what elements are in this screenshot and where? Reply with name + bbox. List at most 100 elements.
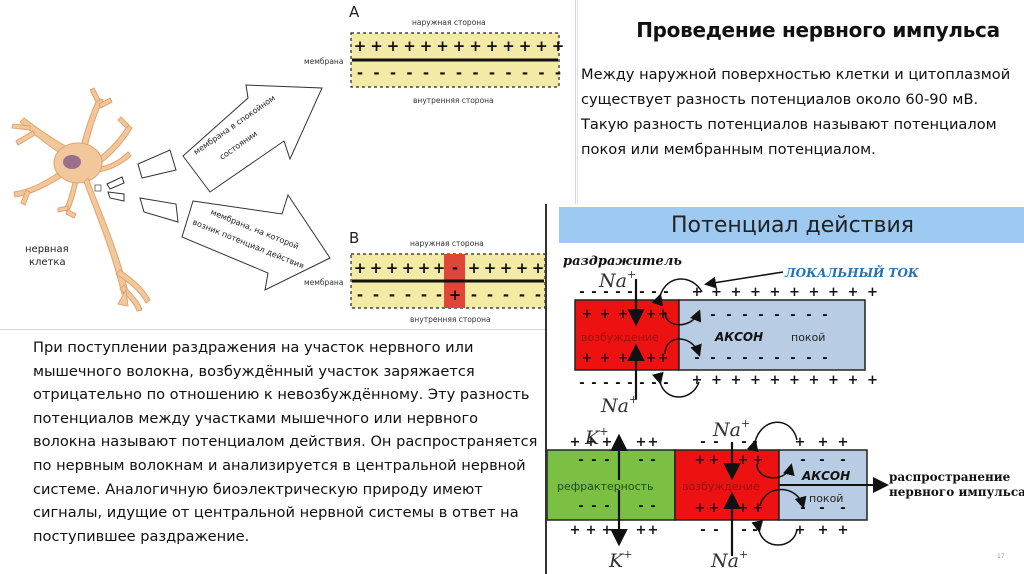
plus-charge: + bbox=[709, 453, 720, 468]
plus-charge: + bbox=[848, 285, 859, 300]
plus-charge: + bbox=[586, 523, 597, 538]
charges-a-outer: +++++++++++++ bbox=[354, 37, 565, 55]
local-current-loop-8 bbox=[751, 519, 798, 546]
minus-charge: - bbox=[538, 64, 544, 82]
na-ion-top-bottom: Na+ bbox=[600, 393, 638, 417]
plus-charge: + bbox=[602, 523, 613, 538]
nerve-cell-label-1: нервная bbox=[25, 244, 69, 255]
plus-charge: + bbox=[552, 37, 565, 55]
minus-charge: - bbox=[579, 376, 584, 391]
plus-charge: + bbox=[420, 37, 433, 55]
plus-charge: + bbox=[789, 285, 800, 300]
axon-label-top: АКСОН bbox=[714, 330, 763, 344]
plus-charge: + bbox=[370, 259, 383, 277]
plus-charge: + bbox=[600, 307, 611, 322]
minus-charge: - bbox=[840, 453, 845, 468]
plus-charge: + bbox=[709, 501, 720, 516]
plus-charge: + bbox=[500, 259, 513, 277]
minus-charge: - bbox=[421, 286, 427, 304]
plus-charge: + bbox=[753, 453, 764, 468]
action-potential-diagram: раздражитель Na+ ЛОКАЛЬНЫЙ ТОК возбужден… bbox=[547, 254, 1024, 572]
minus-charge: - bbox=[651, 285, 656, 300]
minus-charge: - bbox=[591, 285, 596, 300]
plus-charge: + bbox=[354, 259, 367, 277]
arrow-action bbox=[181, 193, 331, 291]
minus-charge: - bbox=[726, 351, 731, 366]
plus-charge: + bbox=[738, 453, 749, 468]
plus-charge: + bbox=[418, 259, 431, 277]
local-current-loop-5 bbox=[746, 421, 798, 453]
minus-charge: - bbox=[800, 501, 805, 516]
local-current-loop-1 bbox=[651, 278, 703, 307]
local-current-pointer bbox=[704, 271, 784, 289]
plus-charge: + bbox=[502, 37, 515, 55]
k-ion-top: K+ bbox=[584, 425, 608, 449]
plus-charge: + bbox=[484, 259, 497, 277]
plus-charge: + bbox=[468, 259, 481, 277]
minus-charge: - bbox=[741, 523, 746, 538]
minus-charge: - bbox=[822, 308, 827, 323]
minus-charge: - bbox=[578, 499, 583, 514]
plus-charge: + bbox=[449, 286, 462, 304]
minus-charge: - bbox=[819, 453, 824, 468]
plus-charge: + bbox=[809, 285, 820, 300]
minus-charge: - bbox=[406, 64, 412, 82]
plus-charge: + bbox=[519, 37, 532, 55]
outer-side-b: наружная сторона bbox=[410, 239, 484, 248]
rest-label-bottom: покой bbox=[809, 492, 843, 505]
minus-charge: - bbox=[694, 351, 699, 366]
minus-charge: - bbox=[439, 64, 445, 82]
minus-charge: - bbox=[456, 64, 462, 82]
minus-charge: - bbox=[604, 499, 609, 514]
minus-charge: - bbox=[603, 285, 608, 300]
action-potential-title: Потенциал действия bbox=[671, 212, 914, 238]
local-current-loop-4 bbox=[651, 371, 700, 398]
minus-charge: - bbox=[651, 376, 656, 391]
plus-charge: + bbox=[618, 307, 629, 322]
inner-side-b: внутренняя сторона bbox=[410, 315, 491, 324]
plus-charge: + bbox=[646, 307, 657, 322]
plus-charge: + bbox=[648, 523, 659, 538]
minus-charge: - bbox=[790, 308, 795, 323]
plus-charge: + bbox=[370, 37, 383, 55]
minus-charge: - bbox=[579, 285, 584, 300]
membrane-label-b: мембрана bbox=[304, 278, 343, 287]
minus-charge: - bbox=[758, 351, 763, 366]
minus-charge: - bbox=[710, 351, 715, 366]
zoom-trapezoids bbox=[106, 149, 179, 223]
local-current-loop-6 bbox=[756, 463, 795, 479]
plus-charge: + bbox=[770, 285, 781, 300]
minus-charge: - bbox=[752, 523, 757, 538]
plus-charge: + bbox=[586, 435, 597, 450]
minus-charge: - bbox=[603, 376, 608, 391]
plus-charge: + bbox=[433, 259, 446, 277]
minus-charge: - bbox=[519, 286, 525, 304]
minus-charge: - bbox=[578, 453, 583, 468]
plus-charge: + bbox=[516, 259, 529, 277]
minus-charge: - bbox=[710, 308, 715, 323]
minus-charge: - bbox=[591, 376, 596, 391]
membrane-diagram-panel: мембрана в спокойном состоянии мембрана,… bbox=[0, 0, 576, 330]
plus-charge: + bbox=[386, 259, 399, 277]
membrane-label-a: мембрана bbox=[304, 57, 343, 66]
minus-charge: - bbox=[390, 64, 396, 82]
na-ion-top: Na+ bbox=[598, 268, 636, 292]
minus-charge: - bbox=[503, 286, 509, 304]
minus-charge: - bbox=[840, 501, 845, 516]
stimulus-label: раздражитель bbox=[563, 254, 682, 269]
minus-charge: - bbox=[663, 376, 668, 391]
plus-charge: + bbox=[750, 285, 761, 300]
plus-charge: + bbox=[828, 285, 839, 300]
minus-charge: - bbox=[650, 499, 655, 514]
plus-charge: + bbox=[570, 435, 581, 450]
page-number: 17 bbox=[997, 553, 1005, 560]
local-current-loop-7 bbox=[759, 488, 807, 509]
propagation-label-1: распространение bbox=[889, 470, 1011, 484]
plus-charge: + bbox=[753, 501, 764, 516]
minus-charge: - bbox=[713, 435, 718, 450]
charges-b-outer: ++++++-+++++ bbox=[354, 259, 545, 277]
minus-charge: - bbox=[800, 453, 805, 468]
plus-charge: + bbox=[636, 435, 647, 450]
plus-charge: + bbox=[770, 373, 781, 388]
minus-charge: - bbox=[505, 64, 511, 82]
